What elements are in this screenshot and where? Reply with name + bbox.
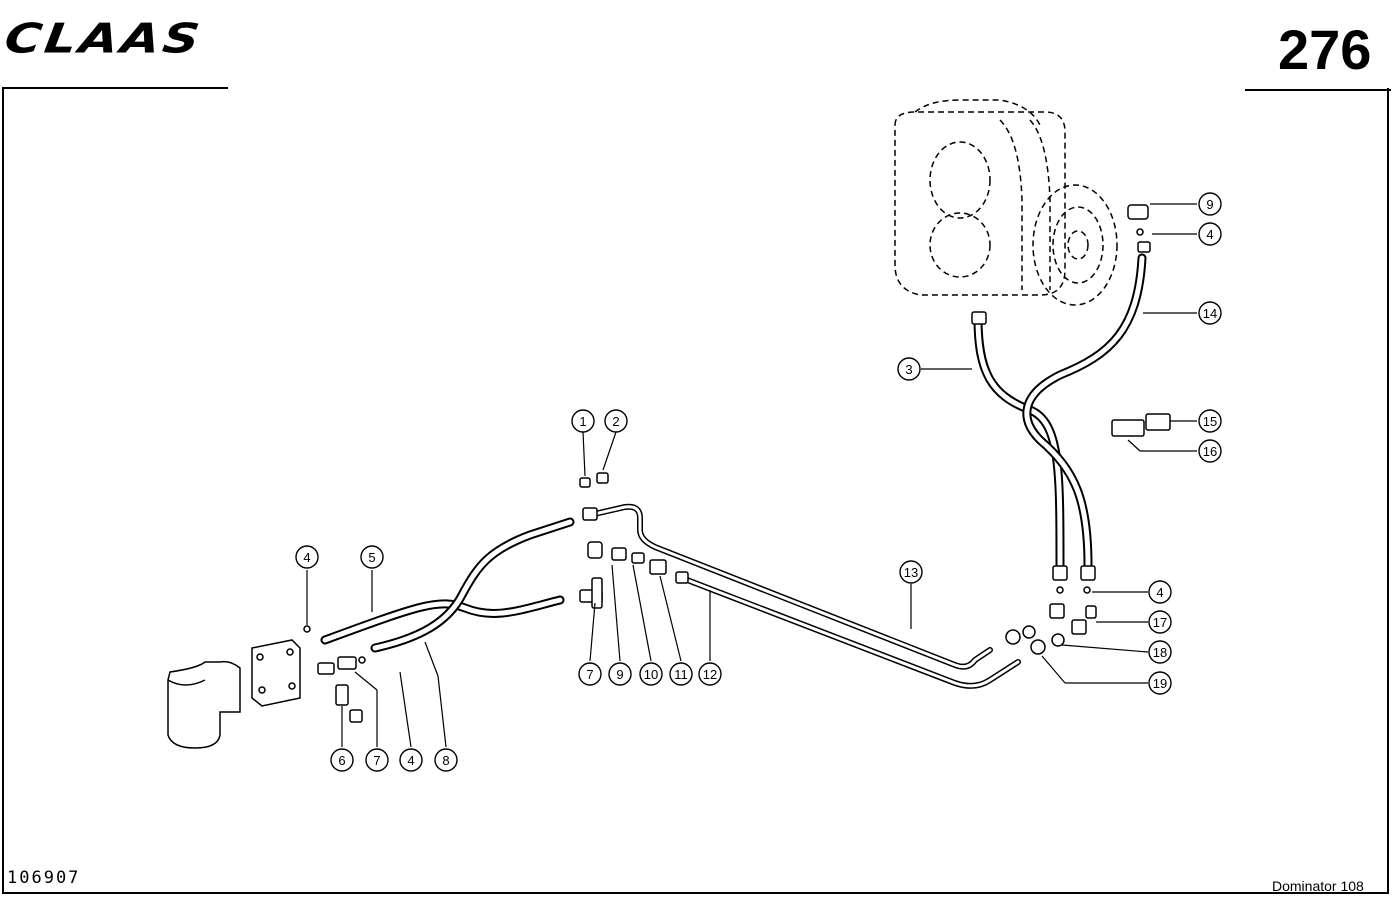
pipe-12-inner [680,576,1020,688]
svg-text:7: 7 [373,753,380,768]
svg-text:4: 4 [303,550,310,565]
callout-7-mid: 7 [578,662,602,686]
callout-9-mid: 9 [608,662,632,686]
hose-5-inner [322,597,563,643]
callout-7-low: 7 [365,748,389,772]
callout-8: 8 [434,748,458,772]
callout-3: 3 [897,357,921,381]
svg-text:17: 17 [1153,615,1167,630]
svg-text:6: 6 [338,753,345,768]
callout-5: 5 [360,545,384,569]
svg-text:11: 11 [674,667,688,682]
hose-8 [370,517,575,653]
fittings [317,204,1171,723]
callout-2: 2 [604,409,628,433]
leader-lines [306,203,1197,748]
callout-19: 19 [1148,671,1172,695]
pump-flange [1032,184,1118,306]
svg-text:8: 8 [442,753,449,768]
drawing-frame [2,88,1389,894]
svg-text:14: 14 [1203,306,1217,321]
hose-8-inner [372,519,573,651]
svg-text:10: 10 [644,667,658,682]
callout-4-top: 4 [1198,222,1222,246]
svg-text:16: 16 [1203,444,1217,459]
callout-11: 11 [669,662,693,686]
svg-text:13: 13 [904,565,918,580]
callout-9-top: 9 [1198,192,1222,216]
pipe-13 [587,503,993,670]
svg-text:4: 4 [1156,585,1163,600]
callout-4-right: 4 [1148,580,1172,604]
model-name: Dominator 108 [1272,878,1364,894]
pump-housing [894,99,1066,296]
callout-17: 17 [1148,610,1172,634]
callout-13: 13 [899,560,923,584]
callout-4-left: 4 [295,545,319,569]
callout-10: 10 [639,662,663,686]
callout-16: 16 [1198,439,1222,463]
svg-text:4: 4 [1206,227,1213,242]
svg-text:9: 9 [616,667,623,682]
svg-text:18: 18 [1153,645,1167,660]
svg-text:15: 15 [1203,414,1217,429]
callout-12: 12 [698,662,722,686]
valve-block [167,639,301,749]
svg-text:12: 12 [703,667,717,682]
page-number: 276 [1278,18,1372,81]
header-rule-right [1245,89,1391,91]
pipe-12 [679,575,1021,689]
svg-text:5: 5 [368,550,375,565]
callout-14: 14 [1198,301,1222,325]
drawing-number: 106907 [7,868,81,888]
pipe-13-inner [588,505,992,669]
callout-1: 1 [571,409,595,433]
o-rings [303,228,1144,664]
callout-18: 18 [1148,640,1172,664]
svg-text:4: 4 [407,753,414,768]
svg-text:3: 3 [905,362,912,377]
svg-text:19: 19 [1153,676,1167,691]
svg-text:2: 2 [612,414,619,429]
hose-14-inner [1024,255,1145,568]
callout-4-low: 4 [399,748,423,772]
svg-text:7: 7 [586,667,593,682]
callout-6: 6 [330,748,354,772]
svg-text:1: 1 [579,414,586,429]
header-rule-left [2,87,228,89]
callout-15: 15 [1198,409,1222,433]
svg-text:9: 9 [1206,197,1213,212]
